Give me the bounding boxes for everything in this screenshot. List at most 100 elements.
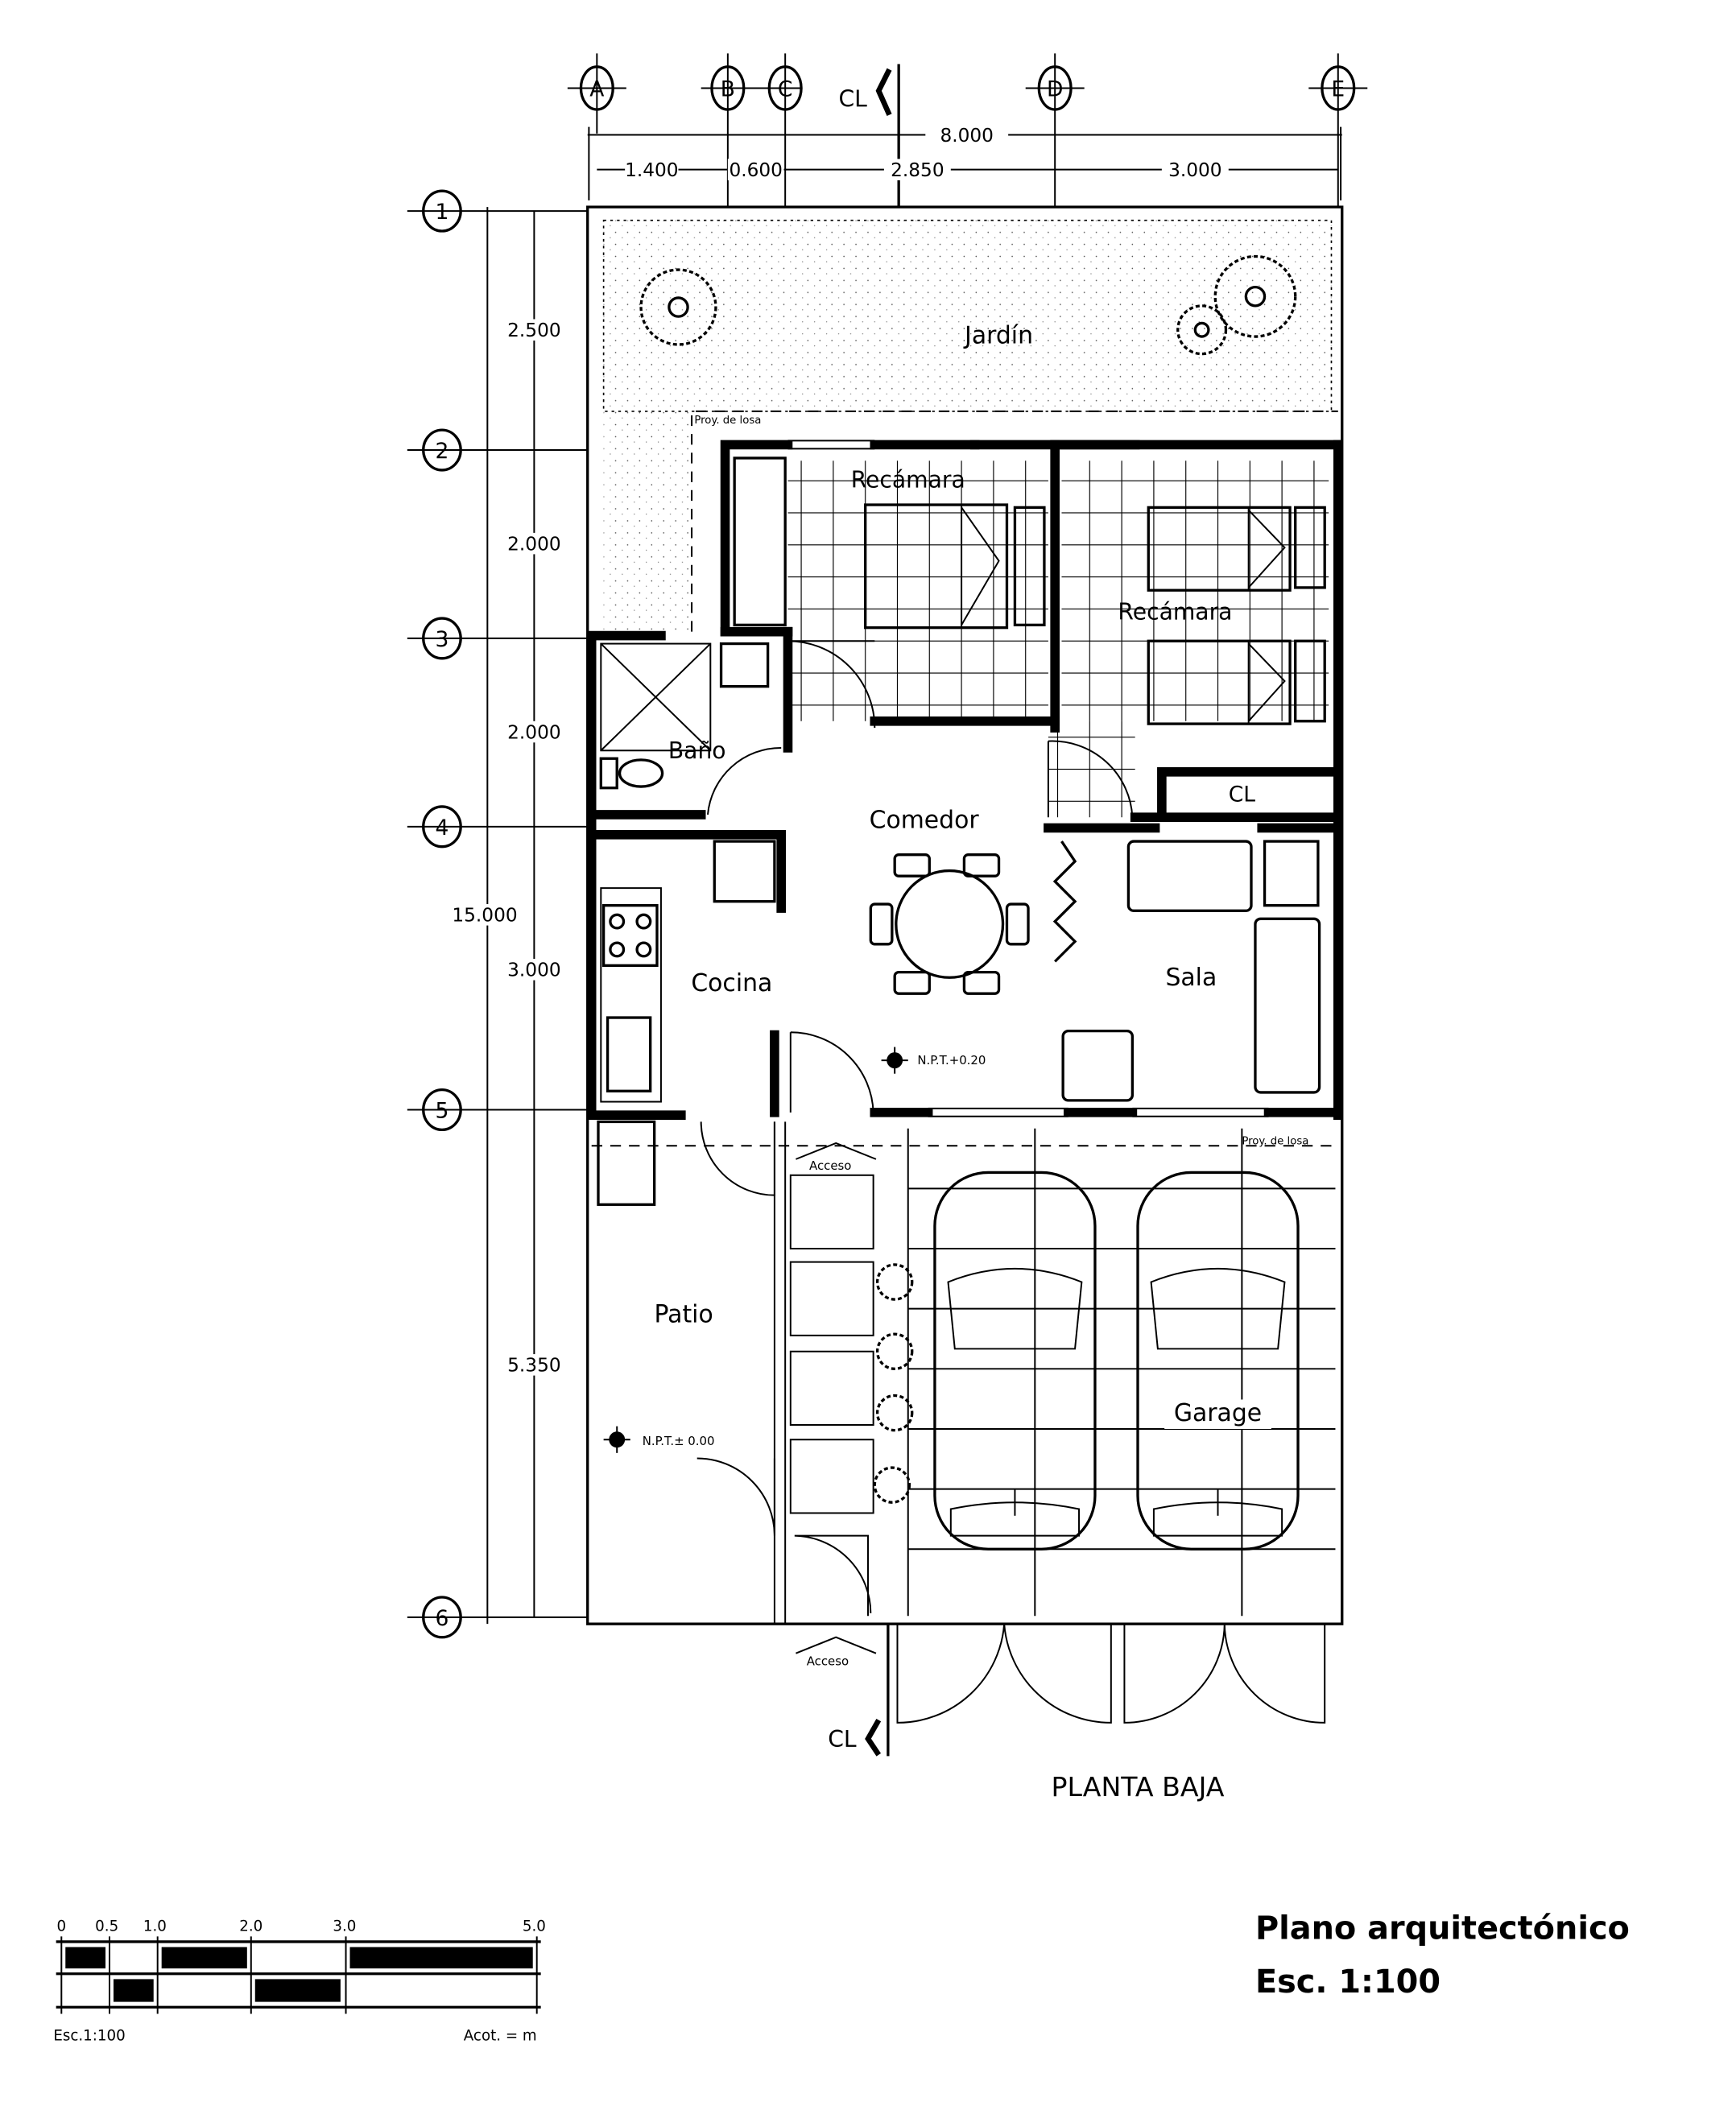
folding-partition (1052, 840, 1077, 963)
dim-depth-12: 2.500 (507, 320, 560, 341)
axis-bubble-3: 3 (407, 617, 588, 660)
room-label-garage: Garage (1174, 1399, 1262, 1427)
refrigerator (713, 840, 776, 903)
dim-depth-34: 2.000 (507, 721, 560, 743)
nightstand (1013, 506, 1046, 626)
windows (787, 440, 1269, 1117)
armchair (1061, 1029, 1135, 1102)
dining-table (869, 853, 1030, 995)
depth-dimensions: 15.000 2.500 2.000 2.000 3.000 5.350 (444, 207, 571, 1625)
width-dimensions: 8.000 1.400 0.600 2.850 3.000 (587, 122, 1342, 200)
shrub-icon (873, 1466, 911, 1504)
dim-depth-56: 5.350 (507, 1355, 560, 1377)
axis-bubble-1: 1 (407, 189, 588, 233)
door-swing (789, 1031, 874, 1113)
axis-label-6: 6 (436, 1606, 449, 1631)
room-label-closet: CL (1229, 782, 1256, 807)
kitchen-sink-icon (606, 1016, 652, 1092)
axis-bubble-d: D (1025, 53, 1085, 208)
bed (1147, 639, 1292, 725)
level-label-exterior: N.P.T.± 0.00 (643, 1434, 715, 1448)
axis-label-e: E (1331, 76, 1345, 101)
shrub-icon (875, 1263, 914, 1301)
row-axes: 1 2 3 4 5 6 (407, 189, 588, 1639)
sofa (1126, 840, 1253, 912)
closet (733, 456, 787, 626)
section-label-top: CL (839, 86, 868, 113)
level-marker-icon (603, 1426, 630, 1453)
door-swing (700, 1121, 775, 1196)
axis-bubble-5: 5 (407, 1088, 588, 1132)
graphic-scale-bar: 0 0.5 1.0 2.0 3.0 5.0 Esc.1:100 Acot. = … (53, 1918, 546, 2045)
shrub-icon (875, 1394, 914, 1432)
plan-scale: Esc. 1:100 (1255, 1964, 1440, 2001)
door-swing (794, 1534, 872, 1617)
door-swing (696, 1457, 775, 1536)
axis-label-2: 2 (436, 439, 449, 464)
level-marker-icon (881, 1047, 908, 1074)
slab-projection-label-top: Proy. de losa (694, 415, 761, 427)
room-label-cocina: Cocina (691, 969, 772, 997)
drawing-title: PLANTA BAJA (1052, 1771, 1225, 1802)
gate-swing (1123, 1624, 1326, 1724)
dim-width-ab: 1.400 (625, 159, 678, 181)
access-label-1: Acceso (809, 1158, 851, 1173)
axis-bubble-b: B (701, 53, 802, 208)
axis-bubble-c: C (767, 53, 803, 208)
shower (600, 642, 712, 752)
axis-label-a: A (589, 76, 604, 101)
tree-icon (1213, 254, 1297, 338)
tree-icon (1176, 304, 1228, 356)
dim-overall-width: 8.000 (940, 125, 993, 147)
scale-bar-scale-label: Esc.1:100 (53, 2028, 125, 2045)
room-label-recamara-1: Recámara (851, 466, 965, 493)
walls (586, 440, 1343, 1120)
plan-title: Plano arquitectónico (1255, 1910, 1630, 1947)
room-label-recamara-2: Recámara (1118, 599, 1232, 626)
toilet-icon (599, 757, 664, 790)
column-axes: A B C D E (567, 53, 1368, 208)
dim-width-cd: 2.850 (891, 159, 944, 181)
axis-bubble-2: 2 (407, 428, 588, 472)
bed (864, 503, 1009, 630)
room-label-bano: Baño (668, 737, 726, 764)
bed (1147, 506, 1292, 592)
access-marker-1: Acceso (796, 1142, 877, 1173)
axis-label-3: 3 (436, 627, 449, 652)
door-swing (706, 746, 782, 815)
scale-tick-label: 0.5 (95, 1918, 118, 1935)
slab-projection-label-bottom: Proy. de losa (1242, 1136, 1308, 1148)
axis-bubble-6: 6 (407, 1596, 588, 1639)
axis-label-1: 1 (436, 200, 449, 225)
gate-swing (896, 1624, 1112, 1724)
stove-icon (601, 904, 659, 968)
section-label-bottom: CL (828, 1726, 857, 1753)
laundry-sink-icon (597, 1120, 656, 1206)
axis-label-4: 4 (436, 816, 449, 840)
nightstand (1294, 506, 1326, 589)
dim-depth-45: 3.000 (507, 960, 560, 981)
scale-tick-label: 3.0 (333, 1918, 356, 1935)
garden-area: Proy. de losa Jardín (602, 219, 1338, 632)
scale-tick-label: 5.0 (523, 1918, 546, 1935)
dim-width-bc: 0.600 (729, 159, 782, 181)
nightstand (1294, 639, 1326, 723)
counter (600, 887, 662, 1103)
scale-bar-units-label: Acot. = m (464, 2028, 537, 2045)
dim-depth-23: 2.000 (507, 533, 560, 555)
car-icon (933, 1171, 1097, 1551)
scale-tick-label: 0 (56, 1918, 66, 1935)
scale-tick-label: 2.0 (239, 1918, 262, 1935)
room-label-sala: Sala (1165, 964, 1217, 992)
axis-bubble-a: A (567, 53, 626, 134)
axis-label-c: C (778, 76, 793, 101)
access-label-2: Acceso (807, 1654, 849, 1669)
sink-icon (719, 642, 770, 688)
sofa (1254, 917, 1321, 1094)
dim-width-de: 3.000 (1168, 159, 1221, 181)
door-swing (787, 640, 876, 729)
level-label-interior: N.P.T.+0.20 (917, 1053, 986, 1067)
axis-bubble-4: 4 (407, 805, 588, 849)
room-label-jardin: Jardín (963, 321, 1033, 349)
